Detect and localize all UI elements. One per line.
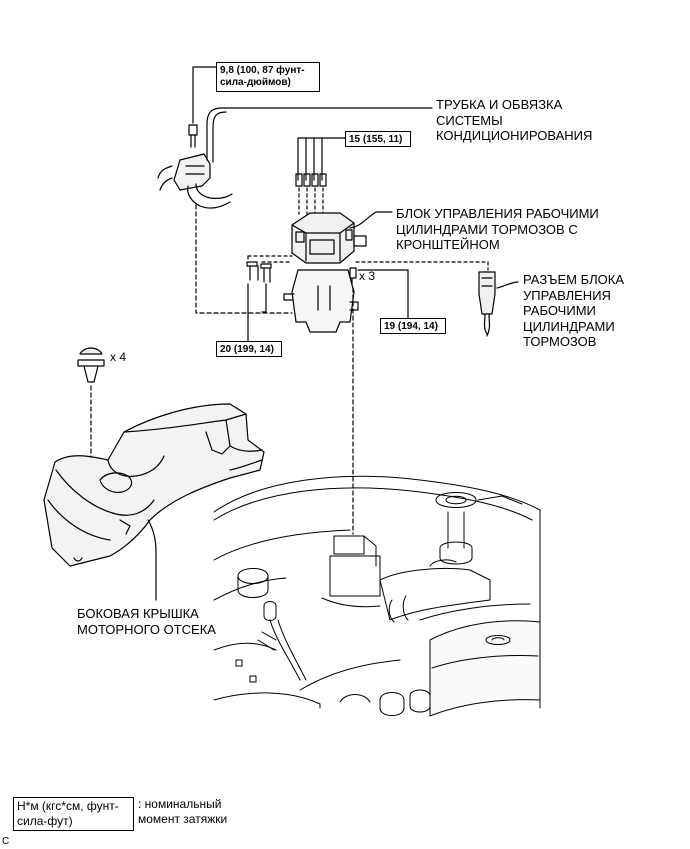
label-actuator: БЛОК УПРАВЛЕНИЯ РАБОЧИМИ ЦИЛИНДРАМИ ТОРМ…	[396, 206, 599, 252]
torque-box-ac-tube-bolt: 9,8 (100, 87 фунт- сила-дюймов)	[216, 62, 320, 92]
torque-box-bracket-bolts: 19 (194, 14)	[380, 318, 446, 334]
engine-bay	[213, 475, 541, 717]
bolt-quantity: x 3	[359, 269, 376, 283]
label-connector: РАЗЪЕМ БЛОКА УПРАВЛЕНИЯ РАБОЧИМИ ЦИЛИНДР…	[523, 272, 624, 349]
torque-box-brake-lines: 15 (155, 11)	[345, 131, 411, 147]
legend-unit-box: Н*м (кгс*см, фунт- сила-фут)	[13, 797, 134, 831]
clip-quantity: x 4	[110, 350, 127, 364]
actuator-part	[246, 137, 489, 535]
torque-box-actuator-nuts: 20 (199, 14)	[216, 341, 282, 357]
corner-mark: C	[2, 836, 10, 847]
side-cover-part	[43, 403, 265, 601]
connector-part	[478, 271, 519, 337]
label-ac-tube: ТРУБКА И ОБВЯЗКА СИСТЕМЫ КОНДИЦИОНИРОВАН…	[436, 97, 593, 143]
ac-tube-part	[157, 66, 433, 314]
clip-part	[77, 347, 105, 461]
legend-description: : номинальный момент затяжки	[138, 797, 228, 826]
label-side-cover: БОКОВАЯ КРЫШКА МОТОРНОГО ОТСЕКА	[77, 606, 216, 637]
